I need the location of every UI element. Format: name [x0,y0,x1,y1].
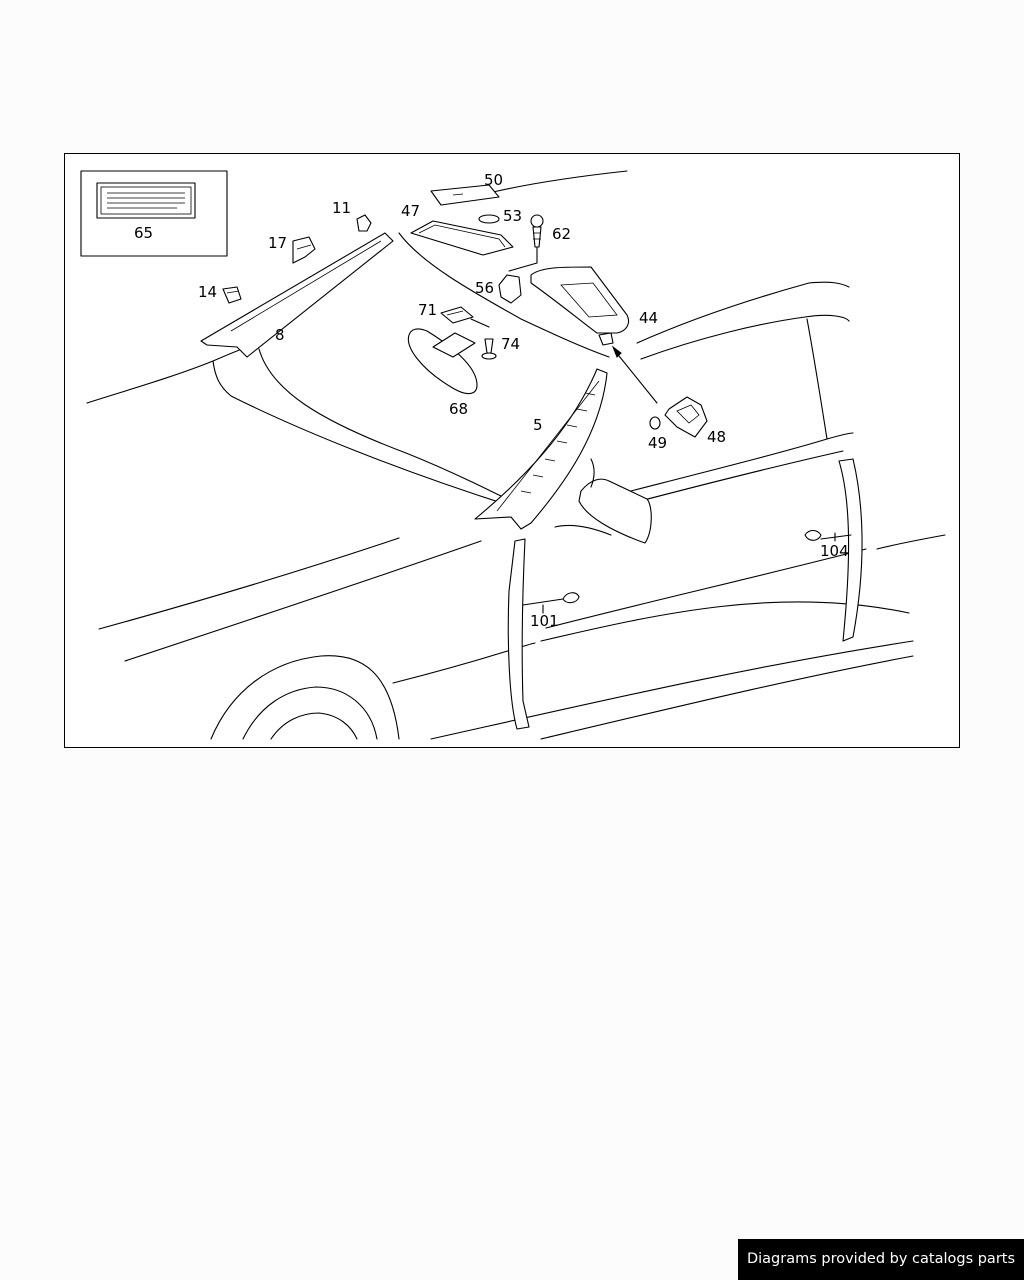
car-body-outline [86,170,946,740]
part-49-washer [649,416,661,430]
callout-74: 74 [501,335,520,353]
assembly-arrow [611,345,658,404]
part-8-pillar-trim [200,232,394,358]
callout-53: 53 [503,207,522,225]
exploded-view-drawing: 50 11 47 53 62 65 17 14 56 71 44 8 74 68… [80,170,946,740]
callout-68: 68 [449,400,468,418]
part-47-sun-visor [410,220,514,256]
callout-101: 101 [530,612,559,630]
part-62-screw [508,214,544,272]
part-44-sun-visor [530,266,630,346]
part-53-washer [478,214,500,224]
part-11-clip [356,214,372,232]
callout-44: 44 [639,309,658,327]
callout-48: 48 [707,428,726,446]
part-14-clip [222,286,242,304]
inset-box-65 [80,170,228,257]
callout-labels: 50 11 47 53 62 65 17 14 56 71 44 8 74 68… [134,171,849,630]
callout-14: 14 [198,283,217,301]
callout-56: 56 [475,279,494,297]
callout-49: 49 [648,434,667,452]
callout-11: 11 [332,199,351,217]
part-68-mirror [407,328,478,395]
part-48-mount [664,396,708,438]
callout-17: 17 [268,234,287,252]
part-50-cover [430,184,500,206]
part-56-mount [498,274,522,304]
part-74-screw [481,338,497,360]
callout-71: 71 [418,301,437,319]
callout-62: 62 [552,225,571,243]
attribution-text: Diagrams provided by catalogs parts [746,1251,1016,1267]
part-101-door-seal [507,538,580,730]
part-5-pillar-trim [474,368,608,530]
part-17-bracket [292,236,316,264]
callout-65: 65 [134,224,153,242]
callout-50: 50 [484,171,503,189]
callout-8: 8 [275,326,285,344]
callout-47: 47 [401,202,420,220]
callout-5: 5 [533,416,543,434]
callout-104: 104 [820,542,849,560]
part-71-bracket [440,306,490,328]
parts-diagram: 50 11 47 53 62 65 17 14 56 71 44 8 74 68… [64,153,960,748]
attribution-badge: Diagrams provided by catalogs parts [738,1239,1024,1280]
part-104-door-seal [804,458,863,642]
